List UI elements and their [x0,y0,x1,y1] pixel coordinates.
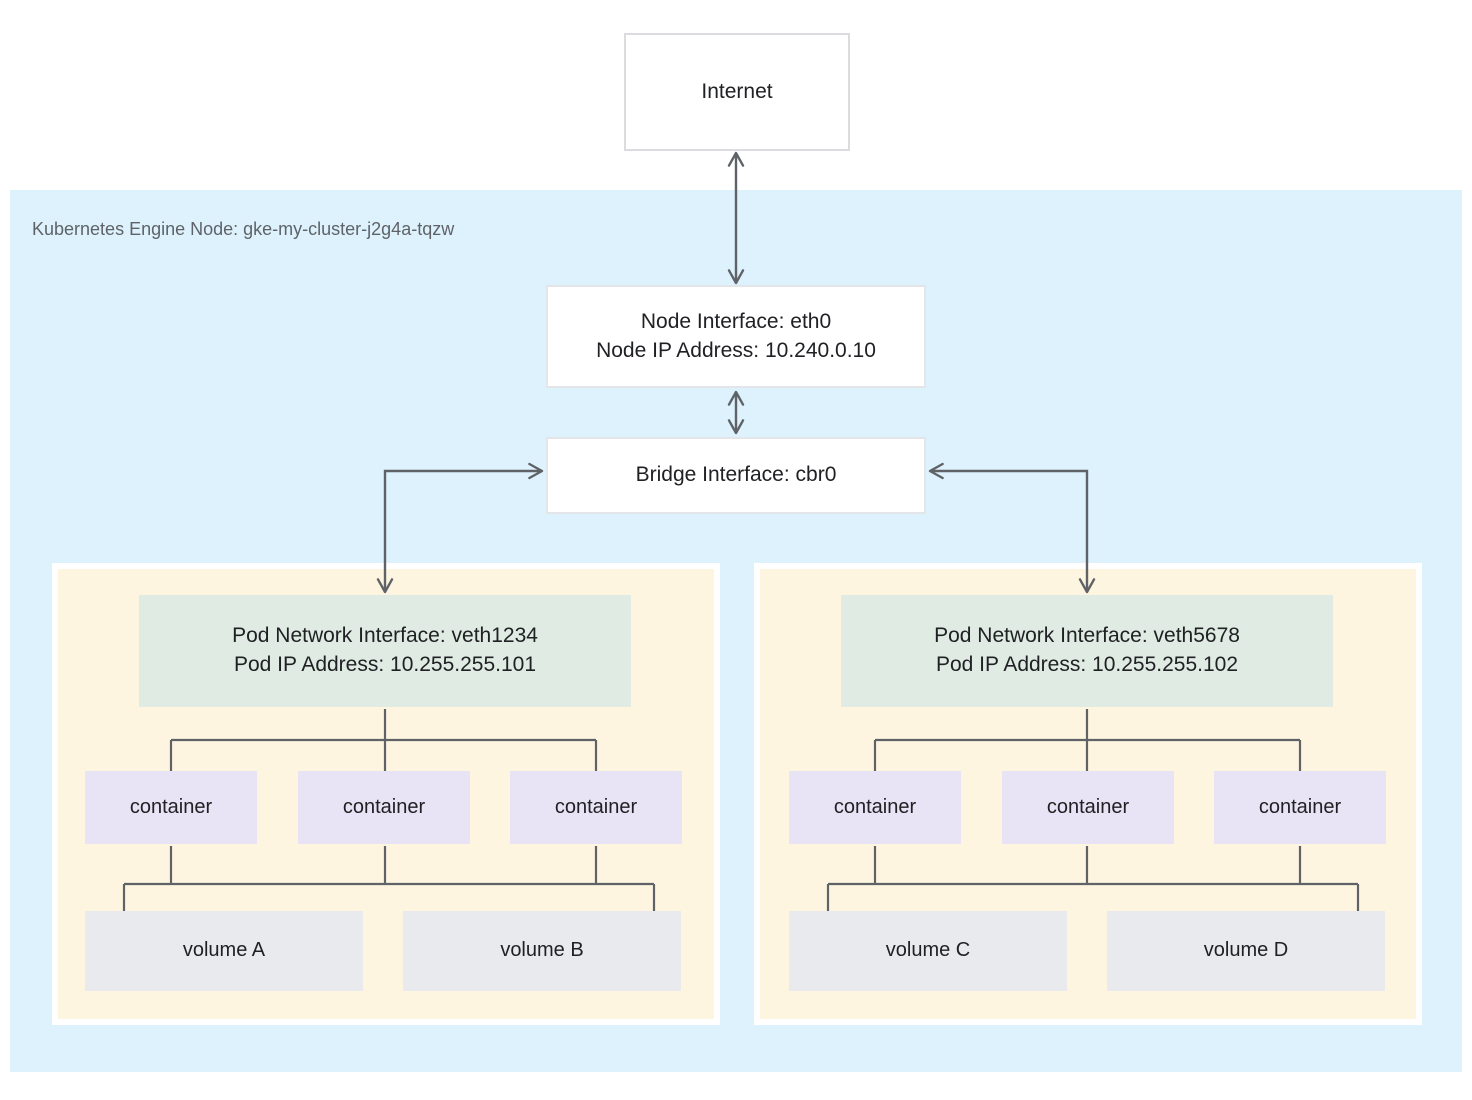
node-region-label: Kubernetes Engine Node: gke-my-cluster-j… [32,219,455,239]
container-label: container [554,795,638,818]
container-label: container [342,795,426,818]
pod-network-interface-name-1: Pod Network Interface: veth1234 [232,624,538,648]
container-box[interactable]: container [789,771,961,844]
bridge-interface-box[interactable]: Bridge Interface: cbr0 [546,437,926,514]
container-label: container [1046,795,1130,818]
bridge-interface-label: Bridge Interface: cbr0 [635,463,837,487]
node-interface-name: Node Interface: eth0 [640,309,832,333]
pod-network-interface-1[interactable]: Pod Network Interface: veth1234 Pod IP A… [139,595,631,707]
node-interface-box[interactable]: Node Interface: eth0 Node IP Address: 10… [546,285,926,388]
internet-label: Internet [701,79,773,103]
volume-box[interactable]: volume B [403,911,681,991]
volume-label: volume A [182,939,266,962]
pod-network-interface-2[interactable]: Pod Network Interface: veth5678 Pod IP A… [841,595,1333,707]
pod-ip-address-1: Pod IP Address: 10.255.255.101 [233,653,537,676]
node-ip-address: Node IP Address: 10.240.0.10 [596,338,876,362]
pod-ip-address-2: Pod IP Address: 10.255.255.102 [935,653,1239,676]
container-label: container [1258,795,1342,818]
internet-node[interactable]: Internet [624,33,850,151]
volume-label: volume B [500,939,584,962]
container-box[interactable]: container [1002,771,1174,844]
container-box[interactable]: container [298,771,470,844]
volume-box[interactable]: volume A [85,911,363,991]
container-label: container [833,795,917,818]
volume-label: volume D [1203,939,1289,962]
container-label: container [129,795,213,818]
volume-box[interactable]: volume C [789,911,1067,991]
container-box[interactable]: container [510,771,682,844]
container-box[interactable]: container [1214,771,1386,844]
volume-box[interactable]: volume D [1107,911,1385,991]
pod-network-interface-name-2: Pod Network Interface: veth5678 [934,624,1240,648]
container-box[interactable]: container [85,771,257,844]
volume-label: volume C [885,939,971,962]
